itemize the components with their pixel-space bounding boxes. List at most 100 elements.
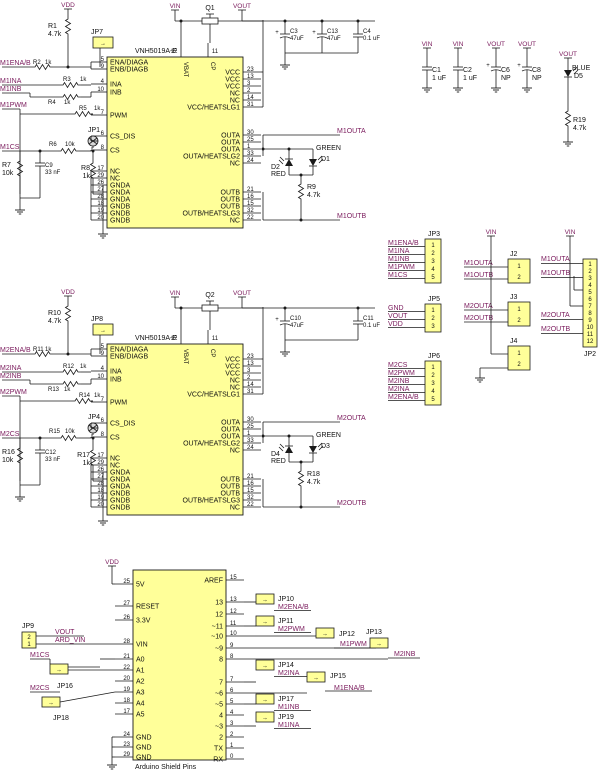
net-label: M2INB — [394, 651, 416, 658]
pin-name: GND — [136, 755, 152, 762]
pin-number: 1 — [247, 144, 251, 150]
pin-name: VBAT — [182, 349, 188, 365]
pin-name: 4 — [219, 713, 223, 720]
jumper-name: JP15 — [330, 673, 346, 680]
net-label: M1PWM — [340, 641, 367, 648]
resistor-name: R19 — [573, 117, 586, 124]
power-label: VOUT — [559, 51, 577, 58]
resistor-name: R3 — [63, 77, 71, 83]
pin-name: OUTB — [221, 477, 241, 484]
cap-value: 33 nF — [45, 457, 61, 463]
cap-polarity: + — [486, 63, 490, 69]
pin-name: VCC — [225, 70, 240, 77]
pin-name: NC — [110, 463, 120, 470]
net-label: M2ENA/B — [388, 394, 419, 401]
resistor-value: 10k — [2, 457, 14, 464]
header-pin-number: 3 — [431, 324, 435, 330]
header-name: JP6 — [428, 353, 440, 360]
pin-name: OUTA — [221, 133, 240, 140]
pin-name: OUTB — [221, 491, 241, 498]
pin-number: 18 — [97, 488, 104, 494]
header-pin-number: 10 — [587, 325, 594, 331]
pin-number: 22 — [247, 502, 254, 508]
pin-number: 22 — [123, 665, 130, 671]
net-label: M1ENA/B — [388, 240, 419, 247]
net-label: M2ENA/B — [0, 347, 31, 354]
resistor-value: 1k — [94, 106, 101, 112]
pin-name: NC — [230, 161, 240, 168]
pin-name: GNDB — [110, 498, 131, 505]
pin-name: NC — [110, 176, 120, 183]
connector-name: J3 — [510, 294, 518, 301]
cap-value: 47uF — [290, 36, 304, 42]
pin-number: 6 — [230, 688, 234, 694]
pin-number: 1 — [247, 431, 251, 437]
net-label: M1OUTA — [541, 256, 570, 263]
pin-name: VBAT — [182, 62, 188, 78]
header-name: JP3 — [428, 231, 440, 238]
pin-name: OUTB — [221, 190, 241, 197]
pin-number: 23 — [123, 742, 130, 748]
resistor-symbol — [57, 148, 80, 154]
resistor-value: 4.7k — [307, 192, 321, 199]
pin-name: ~10 — [211, 634, 223, 641]
header-pin-number: 4 — [588, 283, 592, 289]
net-label: VOUT — [388, 313, 408, 320]
cap-name: C3 — [290, 29, 298, 35]
pin-number: 28 — [97, 481, 104, 487]
pin-name: A0 — [136, 657, 145, 664]
power-label: VOUT — [518, 41, 536, 48]
resistor-symbol — [59, 369, 82, 375]
resistor-symbol — [71, 398, 94, 404]
pin-name: ~6 — [215, 691, 223, 698]
pin-number: 21 — [247, 474, 254, 480]
pin-name: ENB/DIAGB — [110, 67, 148, 74]
pin-name: TX — [214, 746, 223, 753]
header-pin-number: 9 — [588, 318, 592, 324]
header-pin-number: 3 — [588, 276, 592, 282]
net-label: M2OUTA — [337, 415, 366, 422]
resistor-value: 10k — [65, 142, 76, 148]
pin-name: 7 — [219, 680, 223, 687]
pin-name: GNDB — [110, 204, 131, 211]
resistor-name: R2 — [33, 60, 41, 66]
pin-name: A3 — [136, 690, 145, 697]
net-label: GND — [388, 305, 404, 312]
connector-body — [507, 345, 531, 371]
cap-name: C4 — [363, 29, 371, 35]
cap-value: 0.1 uF — [363, 36, 380, 42]
pin-name: OUTB — [221, 204, 241, 211]
pin-number: 29 — [97, 173, 104, 179]
power-label: VIN — [565, 229, 576, 236]
header-pin-number: 4 — [431, 389, 435, 395]
jumper-name: JP10 — [278, 596, 294, 603]
header-pin-number: 2 — [431, 316, 435, 322]
pin-name: NC — [230, 218, 240, 225]
jumper-name: JP7 — [91, 29, 103, 36]
led-ray — [318, 158, 324, 164]
led-ref: D5 — [574, 73, 583, 80]
cap-name: C2 — [463, 67, 472, 74]
header-name: JP2 — [584, 351, 596, 358]
cap-name: C9 — [45, 163, 53, 169]
pin-number: 11 — [212, 49, 219, 55]
pin-number: 15 — [247, 488, 254, 494]
resistor-symbol — [65, 302, 71, 325]
net-label: M2CS — [388, 362, 408, 369]
jumper-mark: → — [100, 41, 106, 47]
jumper-body — [255, 593, 275, 605]
resistor-value: 1k — [80, 77, 87, 83]
jumper-body — [255, 615, 275, 627]
net-label: M2PWM — [0, 389, 27, 396]
junction-dot — [179, 306, 183, 310]
jumper-mark: → — [262, 698, 268, 704]
jumper-mark: → — [56, 668, 62, 674]
jumper-mark: → — [376, 642, 382, 648]
pin-number: 2 — [247, 88, 251, 94]
power-label: VDD — [61, 2, 75, 9]
net-label: M2INA — [278, 670, 300, 677]
junction-dot — [287, 147, 291, 151]
pin-number: 9 — [230, 643, 234, 649]
resistor-name: R14 — [79, 393, 91, 399]
